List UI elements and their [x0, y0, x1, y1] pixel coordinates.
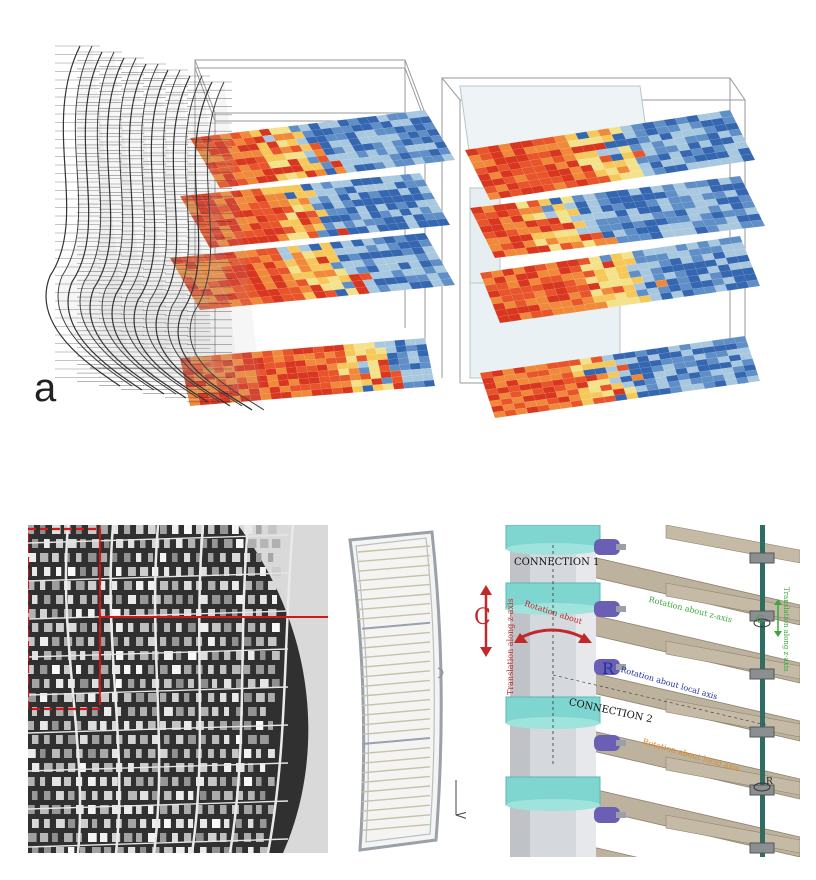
panel-label-a: a	[34, 366, 57, 410]
c-symbol-label: C	[474, 605, 491, 630]
louvre-panel-svg	[348, 530, 444, 852]
r-symbol-label: R	[602, 659, 615, 678]
connection-diagram-svg	[480, 525, 800, 857]
louvre-fins	[45, 45, 265, 411]
connection-1-label: CONNECTION 1	[514, 557, 600, 568]
heatmap-building-panel	[30, 38, 790, 418]
louvre-fin	[111, 63, 199, 399]
connection-diagram: CONNECTION 1 CONNECTION 2 C R Translatio…	[466, 525, 800, 857]
r-small-label: R	[766, 777, 773, 787]
heatmap-plate	[479, 235, 761, 324]
c-small-label: C	[756, 613, 765, 626]
louvre-fin	[155, 75, 243, 407]
heatmap-plate	[479, 335, 761, 418]
heatmap-plate	[189, 109, 456, 189]
translation-z-green-label: Translation along z-axis	[782, 587, 790, 672]
heatmap-plates	[169, 109, 766, 418]
louvre-fin	[89, 57, 177, 395]
heatmap-plate	[464, 109, 756, 201]
heatmap-building-svg	[45, 45, 766, 418]
heatmap-plate	[469, 175, 766, 259]
facade-photo	[28, 525, 328, 853]
louvre-fin	[133, 69, 221, 403]
facade-photo-svg	[28, 525, 328, 853]
louvre-fin	[177, 81, 265, 411]
louvre-panel-diagram	[340, 528, 458, 858]
translation-z-label: Translation along z-axis	[506, 598, 515, 695]
